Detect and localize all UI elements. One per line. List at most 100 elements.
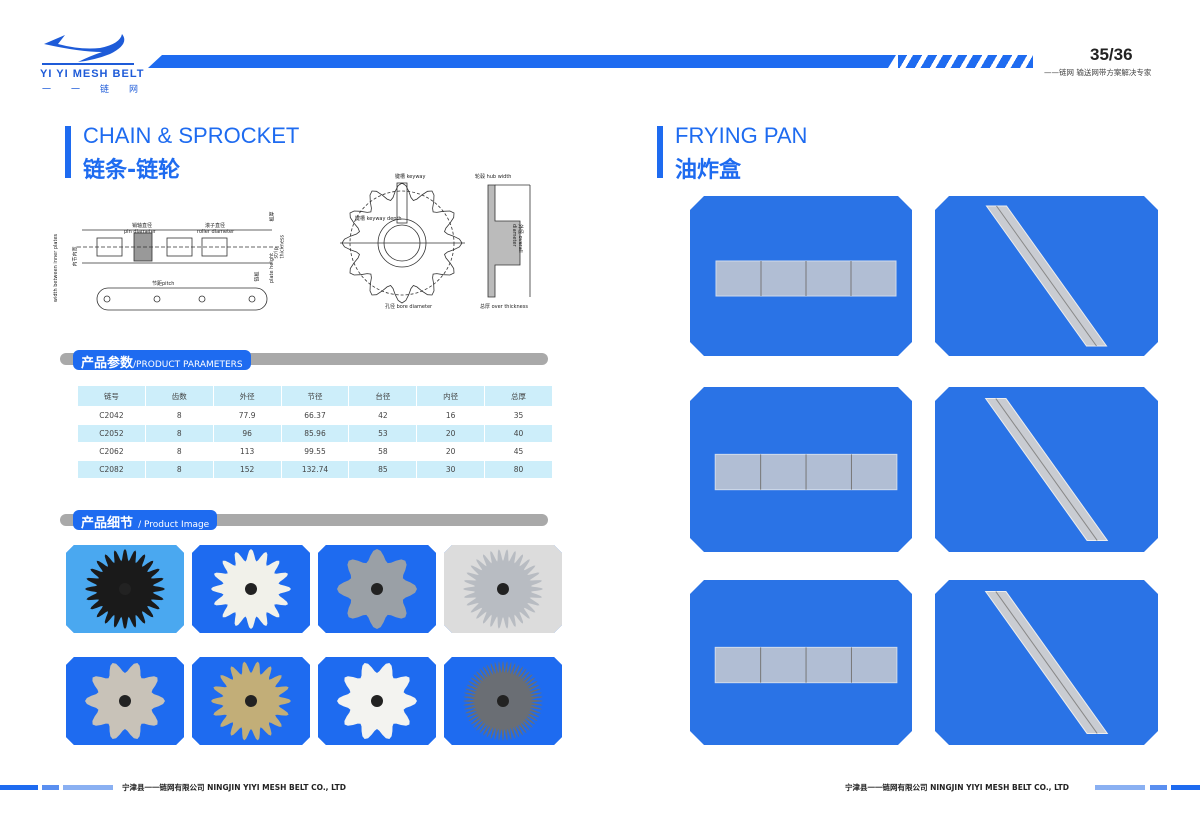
cell: C2042	[77, 406, 146, 425]
cell: 58	[348, 442, 418, 461]
images-label: 产品细节 / Product Image	[73, 510, 218, 531]
cell: 96	[212, 424, 282, 443]
cell: C2082	[77, 460, 146, 479]
frying-pan-photo	[690, 196, 912, 356]
footer-company-left: 宁津县一一链网有限公司 NINGJIN YIYI MESH BELT CO., …	[122, 783, 347, 792]
cell: 8	[144, 424, 214, 443]
images-label-en: / Product Image	[138, 520, 210, 530]
cell: 16	[416, 406, 486, 425]
header-stripes	[898, 55, 1033, 68]
cell: 132.74	[280, 460, 350, 479]
th-bore: 内径	[416, 385, 486, 407]
frying-pan-photo	[690, 387, 912, 552]
label-hub-width: 轮毂 hub width	[475, 174, 512, 180]
label-keyway-depth: 键槽 keyway depth	[355, 216, 402, 222]
chain-diagram: 销轴直径 pin diameter 滚子直径 roller diameter w…	[53, 205, 297, 317]
cell: 113	[212, 442, 282, 461]
cell: 20	[416, 424, 486, 443]
frying-pan-photo	[690, 580, 912, 745]
cell: 53	[348, 424, 418, 443]
cell: 8	[144, 406, 214, 425]
th-pitch: 节径	[280, 385, 350, 407]
footer-dash	[1150, 785, 1167, 790]
th-chain-no: 链号	[77, 385, 146, 407]
product-photo-sprocket-black	[66, 545, 184, 633]
cell: 8	[144, 460, 214, 479]
cell: C2052	[77, 424, 146, 443]
product-photo-chain-parts	[444, 545, 562, 633]
cell: 45	[484, 442, 553, 461]
label-pin-en: pin diameter	[124, 229, 156, 235]
product-photo-sprocket-double	[192, 657, 310, 745]
label-bore: 孔径 bore diameter	[385, 304, 433, 310]
page-number: 35/36	[1090, 45, 1133, 64]
cell: 80	[484, 460, 553, 479]
params-label-cn: 产品参数	[81, 356, 134, 371]
cell: 85	[348, 460, 418, 479]
product-photo-sprocket-white-plate	[318, 657, 436, 745]
cell: 30	[416, 460, 486, 479]
frying-pan-photo	[935, 196, 1158, 356]
cell: 77.9	[212, 406, 282, 425]
table-header: 链号 齿数 外径 节径 台径 内径 总厚	[77, 385, 553, 407]
product-photo-sprocket-pair	[66, 657, 184, 745]
section-title-cn: 链条-链轮	[83, 158, 181, 183]
label-overall-diameter: 外径 overall diameter	[511, 224, 523, 253]
label-roller-en: roller diameter	[197, 229, 235, 235]
cell: 85.96	[280, 424, 350, 443]
product-photo-sprocket-steel	[318, 545, 436, 633]
footer-dash	[63, 785, 113, 790]
label-inner-en: width between inner plates	[53, 233, 60, 303]
label-keyway: 键槽 keyway	[395, 174, 426, 180]
params-label-en: /PRODUCT PARAMETERS	[133, 360, 243, 370]
cell: 40	[484, 424, 553, 443]
cell: 152	[212, 460, 282, 479]
cell: 99.55	[280, 442, 350, 461]
section-title-en: CHAIN & SPROCKET	[83, 123, 300, 148]
company-logo	[40, 30, 135, 66]
header-bar	[148, 55, 896, 68]
product-photo-timing-pulley	[444, 657, 562, 745]
th-hub: 台径	[348, 385, 418, 407]
cell: 35	[484, 406, 553, 425]
footer-dash	[42, 785, 59, 790]
label-plate-cn: 链板	[254, 271, 261, 282]
product-photo-sprocket-white	[192, 545, 310, 633]
title-accent	[65, 126, 71, 178]
logo-cn: 一一链网	[42, 85, 159, 95]
cell: 42	[348, 406, 418, 425]
label-overall-thickness: 总厚 over thickness	[480, 304, 528, 310]
footer-dash	[1095, 785, 1145, 790]
slogan: ——链网 输送网带方案解决专家	[1044, 68, 1152, 77]
cell: C2062	[77, 442, 146, 461]
label-strip-cn: 板厚	[269, 211, 276, 222]
label-inner-cn: 内节内宽	[72, 246, 79, 267]
frying-pan-photo	[935, 580, 1158, 745]
footer-dash	[1171, 785, 1200, 790]
th-teeth: 齿数	[144, 385, 214, 407]
params-label: 产品参数/PRODUCT PARAMETERS	[73, 350, 251, 371]
section-title-en: FRYING PAN	[675, 123, 808, 148]
section-title-cn: 油炸盒	[675, 158, 742, 183]
cell: 66.37	[280, 406, 350, 425]
label-roller-cn: 滚子直径	[205, 223, 226, 229]
th-outer: 外径	[212, 385, 282, 407]
cell: 20	[416, 442, 486, 461]
frying-pan-photo	[935, 387, 1158, 552]
title-accent	[657, 126, 663, 178]
label-strip-en: strip thickness	[273, 234, 286, 259]
cell: 8	[144, 442, 214, 461]
th-thickness: 总厚	[484, 385, 553, 407]
images-label-cn: 产品细节	[81, 516, 134, 531]
sprocket-diagram: 键槽 keyway 键槽 keyway depth 孔径 bore diamet…	[325, 165, 540, 320]
logo-text: YI YI MESH BELT	[40, 68, 145, 80]
footer-company-right: 宁津县一一链网有限公司 NINGJIN YIYI MESH BELT CO., …	[845, 783, 1070, 792]
label-pin-cn: 销轴直径	[132, 223, 153, 229]
label-pitch: 节距pitch	[152, 281, 175, 287]
footer-dash	[0, 785, 38, 790]
